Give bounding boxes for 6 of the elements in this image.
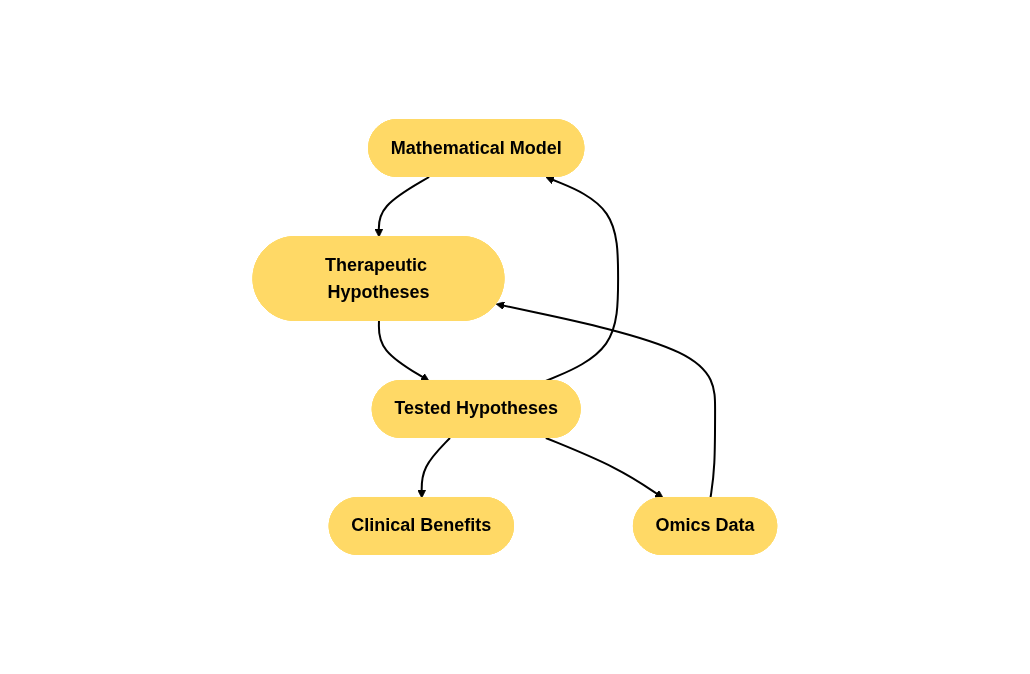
- arrow: [374, 176, 431, 238]
- arrow: [495, 301, 717, 499]
- arrow: [378, 320, 430, 382]
- arrow: [417, 437, 452, 499]
- arrow: [545, 175, 620, 382]
- arrow: [545, 437, 664, 499]
